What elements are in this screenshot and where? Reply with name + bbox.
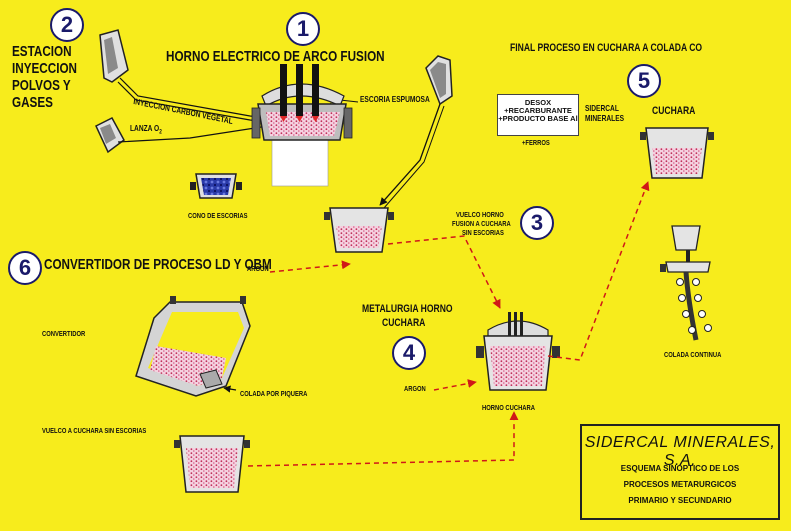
silo-right <box>425 55 453 106</box>
horno-cuchara-label: HORNO CUCHARA <box>482 403 535 412</box>
horno-title: HORNO ELECTRICO DE ARCO FUSION <box>166 48 385 65</box>
step-1-badge: 1 <box>286 12 320 46</box>
lanza-sub: 2 <box>159 129 162 136</box>
argon-label-top: ARGON <box>247 264 269 273</box>
desox-line-1: DESOX <box>524 98 552 107</box>
lanza-label: LANZA O2 <box>130 124 162 136</box>
company-subtitle-3: PRIMARIO Y SECUNDARIO <box>628 496 732 505</box>
company-box: SIDERCAL MINERALES, S.A. ESQUEMA SINOPTI… <box>580 424 780 520</box>
arc-furnace <box>251 64 353 187</box>
step-2-badge: 2 <box>50 8 84 42</box>
argon-arrow-mid <box>433 379 477 391</box>
final-ladle <box>640 127 714 179</box>
step-6-badge: 6 <box>8 251 42 285</box>
vuelco-horno-2: FUSION A CUCHARA <box>452 219 511 228</box>
desox-box: DESOX +RECARBURANTE +PRODUCTO BASE Al <box>497 94 579 136</box>
vuelco-cuchara-label: VUELCO A CUCHARA SIN ESCORIAS <box>42 426 147 435</box>
argon-label-mid: ARGON <box>404 384 426 393</box>
colada-piquera-label: COLADA POR PIQUERA <box>240 389 308 398</box>
silo-top <box>99 29 129 83</box>
estacion-line-3: POLVOS Y <box>12 77 71 94</box>
vuelco-horno-1: VUELCO HORNO <box>456 210 504 219</box>
step-3-badge: 3 <box>520 206 554 240</box>
company-name: SIDERCAL MINERALES, S.A. <box>584 434 776 469</box>
convertidor-title: CONVERTIDOR DE PROCESO LD Y OBM <box>44 256 272 273</box>
estacion-line-1: ESTACION <box>12 43 72 60</box>
slag-cone <box>190 173 242 199</box>
escoria-espumosa-label: ESCORIA ESPUMOSA <box>360 94 430 104</box>
vuelco-horno-3: SIN ESCORIAS <box>462 228 504 237</box>
metalurgia-line-1: METALURGIA HORNO <box>362 303 453 315</box>
step-5-badge: 5 <box>627 64 661 98</box>
ferros-label: +FERROS <box>522 138 550 147</box>
company-subtitle-1: ESQUEMA SINOPTICO DE LOS <box>620 464 740 473</box>
estacion-line-2: INYECCION <box>12 60 78 77</box>
continuous-caster <box>660 225 712 341</box>
flow-lf-to-ladle <box>547 181 650 361</box>
colada-piquera-arrow <box>223 385 237 393</box>
sidercal-label-2: MINERALES <box>585 113 625 123</box>
desox-line-2: +RECARBURANTE <box>504 105 572 115</box>
company-subtitle-2: PROCESOS METARURGICOS <box>623 480 737 489</box>
flow-ladle-to-lf <box>387 235 501 309</box>
estacion-line-4: GASES <box>12 94 53 111</box>
flow-converter-ladle <box>247 411 519 467</box>
argon-arrow-top <box>269 260 351 273</box>
silo-lance <box>95 117 125 154</box>
converter-ladle <box>174 435 250 493</box>
final-proceso-title: FINAL PROCESO EN CUCHARA A COLADA CO <box>510 42 703 54</box>
convertidor-label: CONVERTIDOR <box>42 329 86 338</box>
cono-label: CONO DE ESCORIAS <box>188 211 248 220</box>
desox-line-3: +PRODUCTO BASE Al <box>498 113 578 123</box>
lanza-text: LANZA O <box>130 123 160 133</box>
oxygen-lance-pipe <box>117 125 269 143</box>
cuchara-label: CUCHARA <box>652 105 696 117</box>
tapping-ladle <box>324 207 394 253</box>
colada-continua-label: COLADA CONTINUA <box>664 350 722 359</box>
sidercal-label-1: SIDERCAL <box>585 103 619 113</box>
ladle-furnace <box>476 312 560 391</box>
converter-vessel <box>135 296 251 397</box>
step-4-badge: 4 <box>392 336 426 370</box>
metalurgia-line-2: CUCHARA <box>382 317 426 329</box>
